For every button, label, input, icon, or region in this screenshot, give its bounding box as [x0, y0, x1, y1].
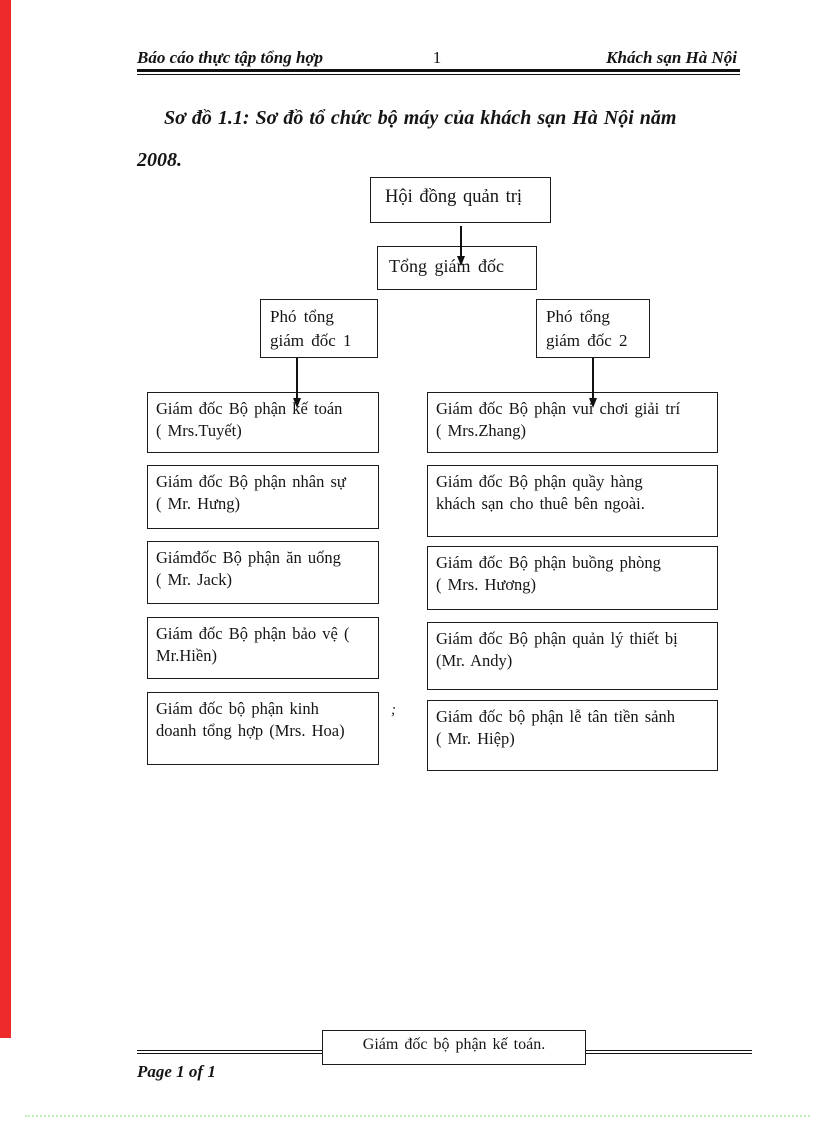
- org-node-front-office: Giám đốc bộ phận lễ tân tiền sảnh ( Mr. …: [427, 700, 718, 771]
- org-node-deputy-2: Phó tổng giám đốc 2: [536, 299, 650, 358]
- header-page-number: 1: [432, 48, 442, 67]
- connector-arrow-deputy1-to-branch: [296, 358, 298, 398]
- org-node-hr: Giám đốc Bộ phận nhân sự ( Mr. Hưng): [147, 465, 379, 529]
- org-node-board: Hội đồng quản trị: [370, 177, 551, 223]
- header-double-rule: [137, 69, 740, 75]
- org-node-entertainment: Giám đốc Bộ phận vui chơi giải trí ( Mrs…: [427, 392, 718, 453]
- org-node-retail-leasing: Giám đốc Bộ phận quầy hàng khách sạn cho…: [427, 465, 718, 537]
- header-left-title: Báo cáo thực tập tổng hợp: [137, 48, 324, 67]
- page-number-label: Page 1 of 1: [137, 1062, 216, 1081]
- footer-floating-box: Giám đốc bộ phận kế toán.: [322, 1030, 586, 1065]
- org-node-food-beverage: Giámđốc Bộ phận ăn uống ( Mr. Jack): [147, 541, 379, 604]
- bottom-dotted-line: [25, 1115, 810, 1117]
- org-node-deputy-1: Phó tổng giám đốc 1: [260, 299, 378, 358]
- org-node-security: Giám đốc Bộ phận bảo vệ ( Mr.Hiền): [147, 617, 379, 679]
- org-node-accounting: Giám đốc Bộ phận kế toán ( Mrs.Tuyết): [147, 392, 379, 453]
- org-node-equipment: Giám đốc Bộ phận quản lý thiết bị (Mr. A…: [427, 622, 718, 690]
- left-edge-accent-bar: [0, 0, 11, 1038]
- org-node-general-business: Giám đốc bộ phận kinh doanh tổng hợp (Mr…: [147, 692, 379, 765]
- stray-mark: ;: [391, 702, 396, 718]
- connector-arrow-deputy2-to-branch: [592, 358, 594, 398]
- connector-arrow-board-to-gd: [460, 226, 462, 256]
- diagram-title-line2: 2008.: [137, 149, 182, 171]
- org-node-general-director: Tổng giám đốc: [377, 246, 537, 290]
- header-right-title: Khách sạn Hà Nội: [606, 48, 737, 67]
- diagram-title-line1: Sơ đồ 1.1: Sơ đồ tổ chức bộ máy của khác…: [164, 107, 677, 129]
- org-node-housekeeping: Giám đốc Bộ phận buồng phòng ( Mrs. Hươn…: [427, 546, 718, 610]
